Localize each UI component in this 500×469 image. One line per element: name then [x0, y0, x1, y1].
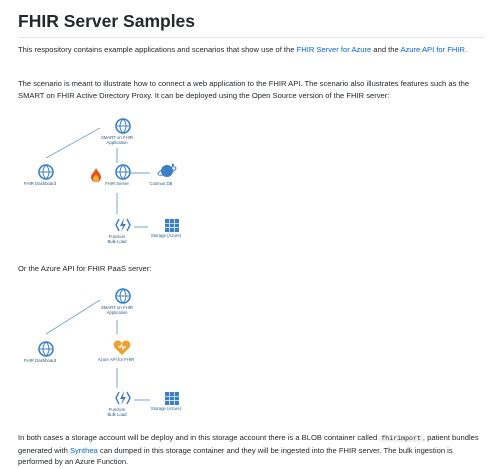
fire-node — [90, 168, 102, 183]
cosmos-db-icon — [157, 163, 177, 177]
cosmos-node: Cosmos DB — [150, 162, 181, 186]
function-label-2: Bulk Load — [107, 239, 127, 244]
intro-text-mid: and the — [371, 45, 401, 54]
fire-icon — [91, 168, 101, 182]
storage-label: Storage (Azure) — [150, 406, 182, 411]
smart-label-2: Application — [106, 310, 128, 315]
scenario-paragraph: The scenario is meant to illustrate how … — [18, 79, 470, 100]
smart-app-node: SMART on FHIR Application — [101, 118, 137, 145]
smart-label-2: Application — [106, 140, 128, 145]
smart-label: SMART on FHIR — [100, 305, 134, 310]
globe-icon — [115, 288, 131, 304]
azure-api-link[interactable]: Azure API for FHIR — [400, 45, 466, 54]
intro-text: This respository contains example applic… — [18, 45, 297, 54]
cosmos-label: Cosmos DB — [149, 181, 173, 186]
dashboard-label: FHIR Dashboard — [23, 358, 57, 363]
dashboard-node: FHIR Dashboard — [24, 341, 60, 363]
bulk-text-3: can dumped in this storage container and… — [18, 445, 453, 467]
azure-api-node: Azure API for FHIR — [98, 338, 136, 362]
diagram-connectors — [45, 127, 150, 228]
function-label-2: Bulk Load — [107, 412, 127, 417]
diagram-connectors — [45, 299, 150, 401]
storage-grid-icon — [165, 392, 179, 405]
intro-paragraph: This respository contains example applic… — [18, 44, 484, 56]
architecture-diagram-oss: SMART on FHIR Application FHIR Dashboard… — [18, 118, 208, 258]
page-title: FHIR Server Samples — [18, 10, 484, 38]
server-label: FHIR Server — [105, 181, 129, 186]
intro-text-end: . — [465, 45, 468, 54]
globe-icon — [38, 341, 54, 357]
function-label: Function — [108, 407, 126, 412]
function-node: Function Bulk Load — [107, 390, 137, 417]
storage-grid-icon — [165, 219, 179, 232]
fhir-server-link[interactable]: FHIR Server for Azure — [296, 45, 372, 54]
container-name-code: fhirimport — [379, 435, 423, 442]
function-icon — [115, 218, 131, 232]
bulk-paragraph: In both cases a storage account will be … — [18, 432, 484, 468]
api-label: Azure API for FHIR — [97, 357, 135, 362]
bulk-text-2: , patient bundles generated with — [18, 433, 479, 455]
architecture-diagram-paas: SMART on FHIR Application FHIR Dashboard… — [18, 286, 208, 426]
storage-label: Storage (Azure) — [150, 233, 182, 238]
smart-app-node: SMART on FHIR Application — [101, 288, 137, 315]
function-label: Function — [108, 234, 126, 239]
bulk-text: In both cases a storage account will be … — [18, 433, 380, 442]
smart-label: SMART on FHIR — [100, 135, 134, 140]
storage-node: Storage (Azure) — [151, 219, 186, 238]
readme-page: FHIR Server Samples This respository con… — [18, 10, 484, 466]
globe-icon — [38, 164, 54, 180]
paas-paragraph: Or the Azure API for FHIR PaaS server: — [18, 264, 152, 273]
synthea-link[interactable]: Synthea — [69, 445, 98, 455]
function-icon — [115, 391, 131, 405]
dashboard-label: FHIR Dashboard — [23, 181, 57, 186]
dashboard-node: FHIR Dashboard — [24, 164, 60, 186]
fhir-server-node: FHIR Server — [105, 164, 137, 186]
storage-node: Storage (Azure) — [151, 392, 186, 411]
globe-icon — [115, 118, 131, 134]
function-node: Function Bulk Load — [107, 217, 137, 244]
globe-icon — [115, 164, 131, 180]
azure-api-fhir-icon — [113, 340, 131, 355]
